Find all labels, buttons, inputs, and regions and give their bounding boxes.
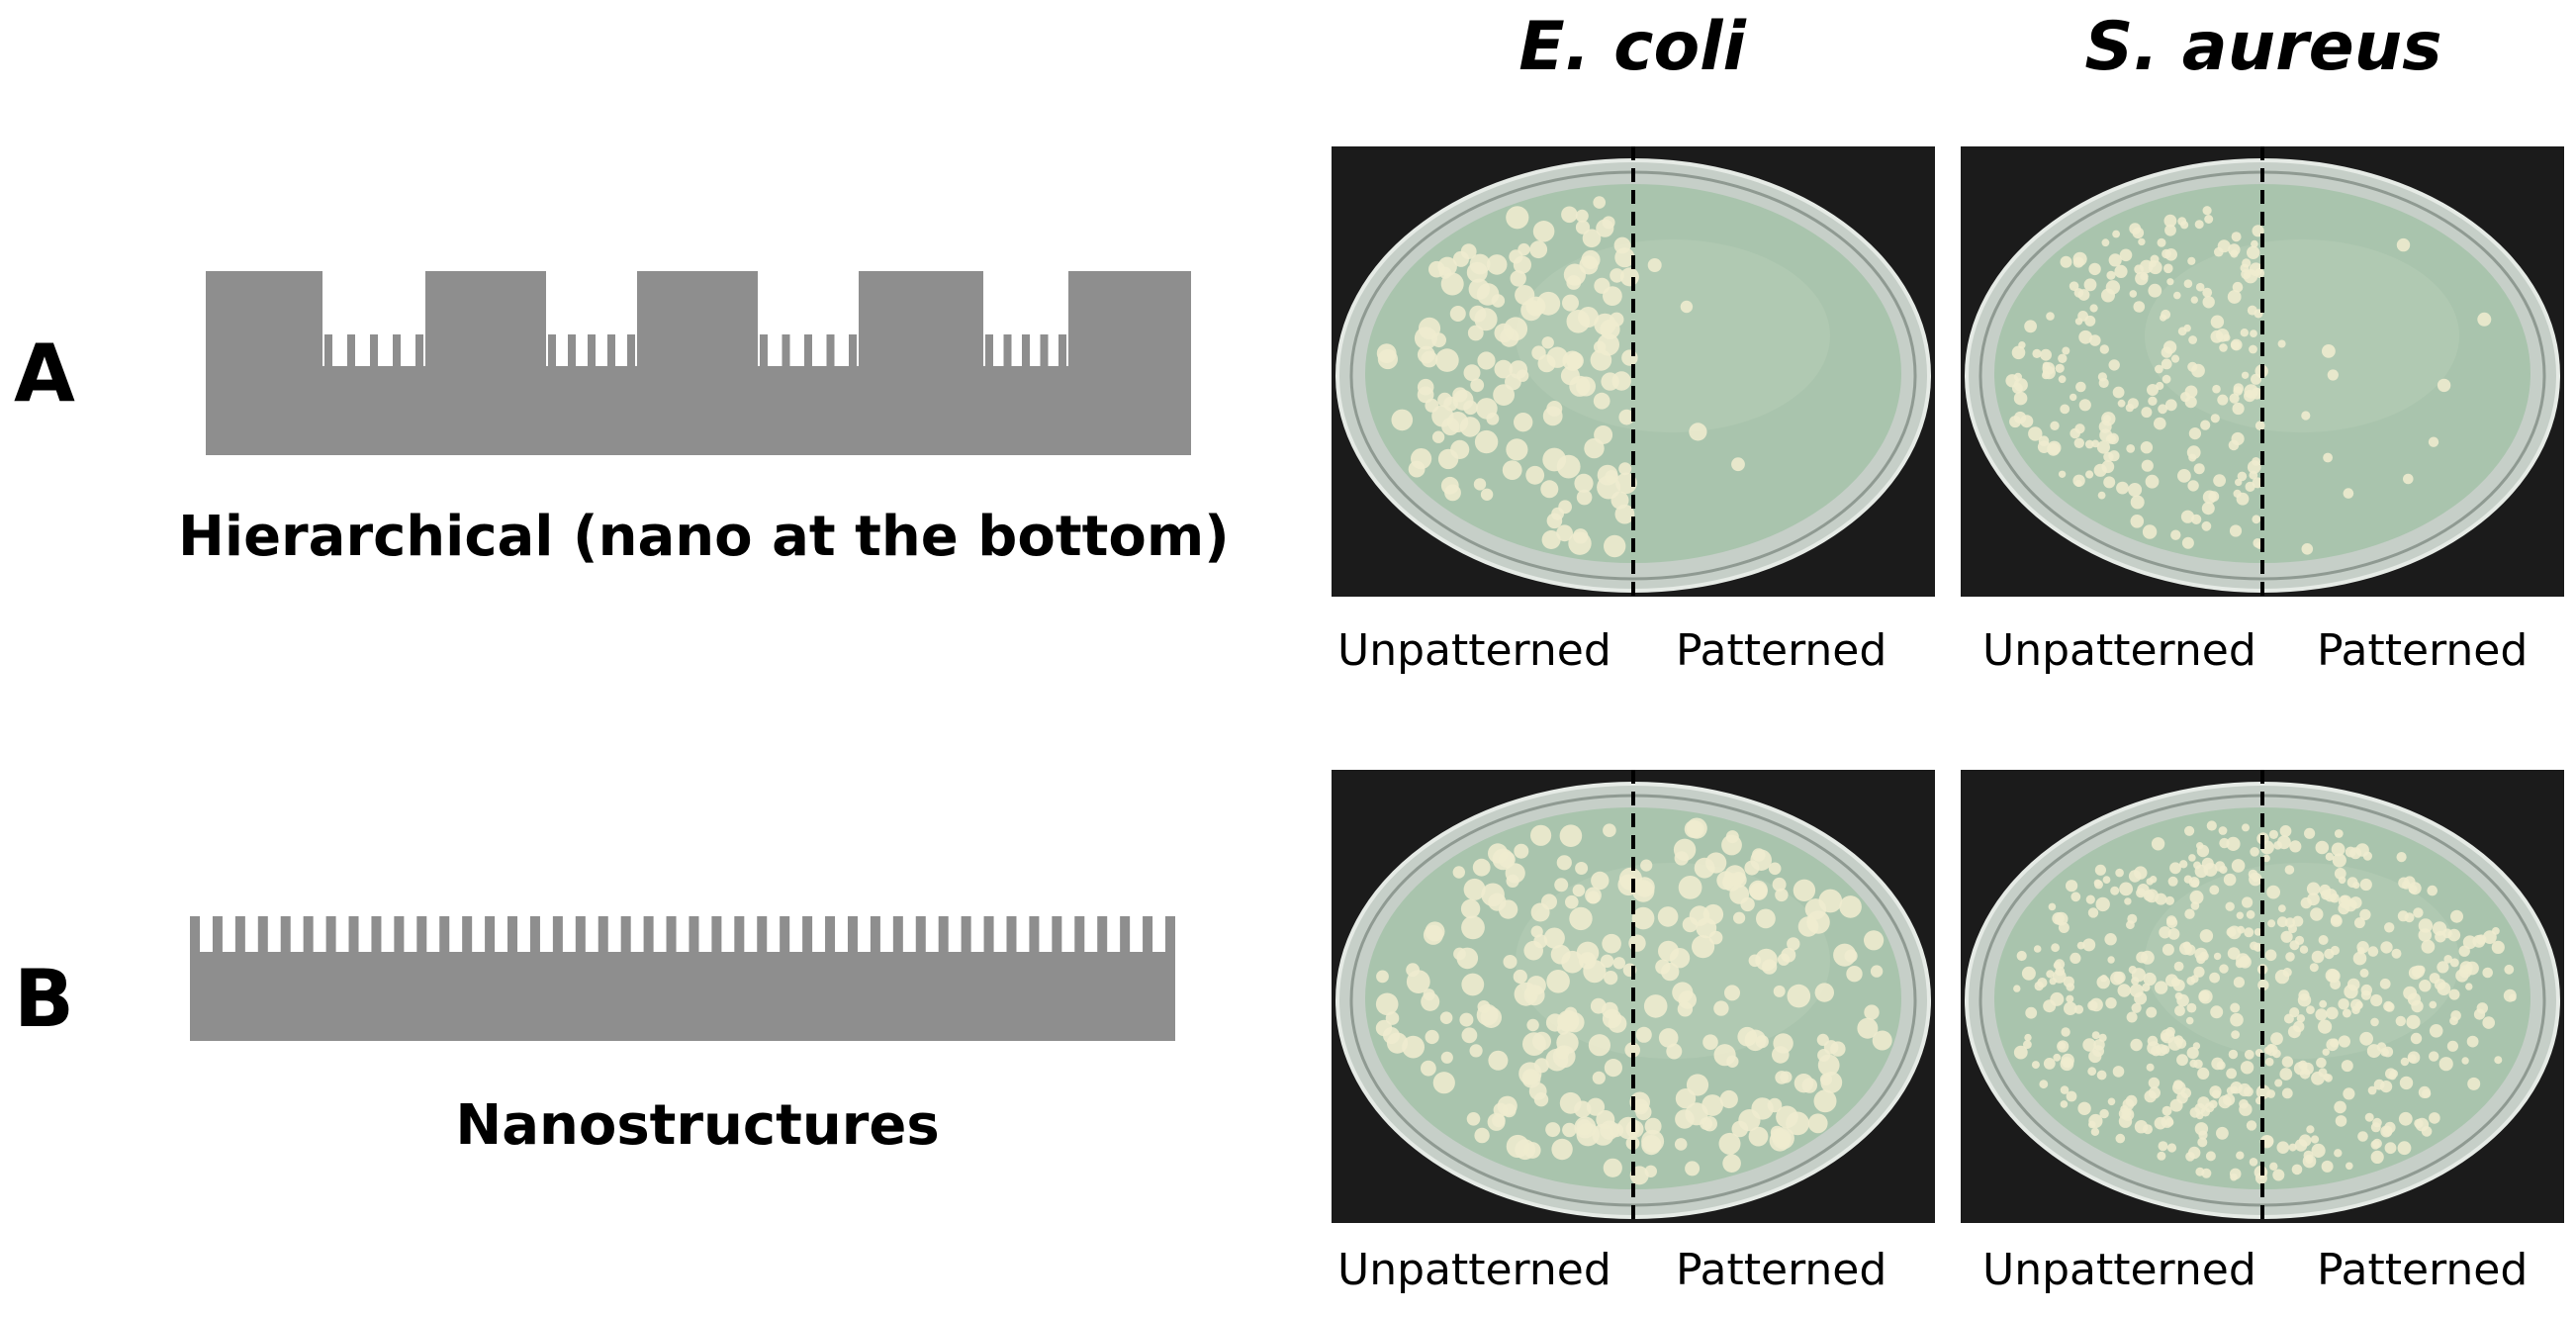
petri-dish-image — [1332, 146, 1935, 597]
plate-photo-e-coli-hierarchical — [1332, 146, 1935, 597]
label-unpatterned-e-coli-b: Unpatterned — [1337, 1245, 1611, 1295]
label-patterned-e-coli-a: Patterned — [1676, 625, 1887, 676]
row-label-a: A — [14, 328, 75, 420]
petri-dish-image — [1961, 770, 2564, 1223]
label-unpatterned-s-aureus-a: Unpatterned — [1982, 625, 2256, 676]
plate-photo-s-aureus-nanostructures — [1961, 770, 2564, 1223]
petri-dish-image — [1332, 770, 1935, 1223]
hierarchical-schematic — [198, 257, 1197, 465]
nanostructures-caption: Nanostructures — [455, 1093, 940, 1158]
column-header-e-coli: E. coli — [1518, 8, 1746, 86]
plate-photo-e-coli-nanostructures — [1332, 770, 1935, 1223]
hierarchical-caption: Hierarchical (nano at the bottom) — [178, 505, 1230, 569]
petri-dish-image — [1961, 146, 2564, 597]
label-unpatterned-s-aureus-b: Unpatterned — [1982, 1245, 2256, 1295]
label-patterned-e-coli-b: Patterned — [1676, 1245, 1887, 1295]
label-unpatterned-e-coli-a: Unpatterned — [1337, 625, 1611, 676]
plate-photo-s-aureus-hierarchical — [1961, 146, 2564, 597]
label-patterned-s-aureus-b: Patterned — [2317, 1245, 2529, 1295]
nanostructures-schematic — [186, 900, 1185, 1049]
label-patterned-s-aureus-a: Patterned — [2317, 625, 2529, 676]
row-label-b: B — [14, 953, 74, 1045]
column-header-s-aureus: S. aureus — [2084, 8, 2442, 86]
